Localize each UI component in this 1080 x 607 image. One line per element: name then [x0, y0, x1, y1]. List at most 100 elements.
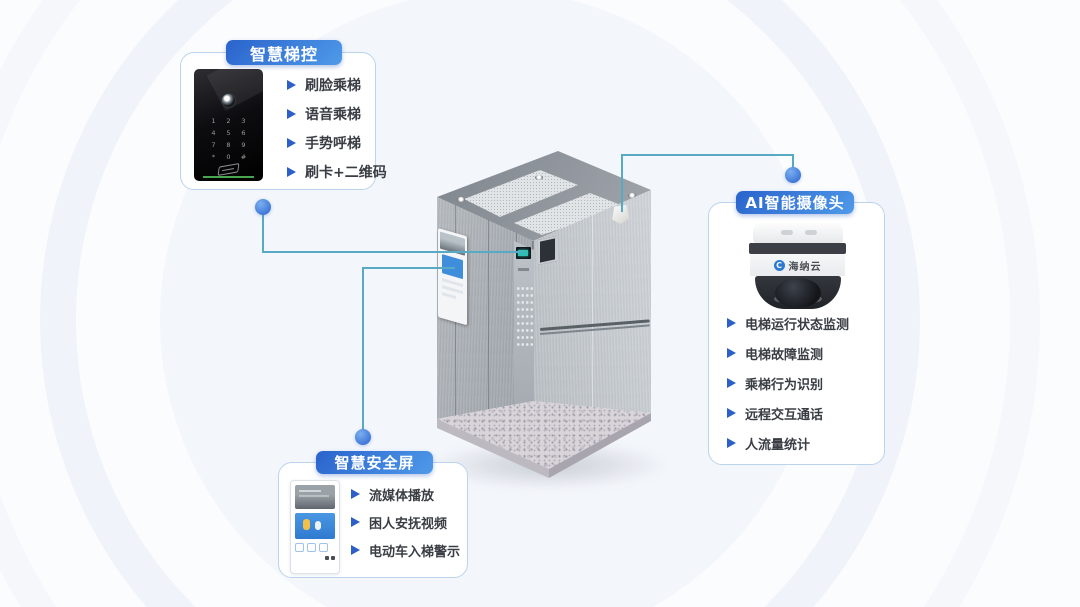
screen-footer [295, 556, 335, 561]
keypad-key: 5 [226, 128, 231, 137]
feature-label: 手势呼梯 [305, 136, 361, 152]
list-item: 乘梯行为识别 [727, 373, 849, 393]
triangle-bullet-icon [351, 489, 360, 499]
camera-lens-icon [221, 93, 236, 108]
connector-line [362, 267, 364, 430]
feature-label: 远程交互通话 [745, 407, 824, 423]
keypad-grid: 1 2 3 4 5 6 7 8 9 * 0 # [206, 115, 251, 163]
card-swipe-icon [217, 162, 240, 177]
keypad-key: 0 [226, 152, 231, 161]
brand-name: 海纳云 [788, 261, 822, 273]
connector-line [262, 214, 264, 252]
triangle-bullet-icon [287, 109, 296, 119]
list-item: 困人安抚视频 [351, 512, 460, 532]
feature-label: 电梯运行状态监测 [745, 317, 850, 333]
connector-line [621, 154, 623, 212]
list-item: 流媒体播放 [351, 484, 460, 504]
feature-list: 电梯运行状态监测 电梯故障监测 乘梯行为识别 远程交互通话 人流量统计 [727, 313, 849, 453]
list-item: 语音乘梯 [287, 104, 387, 124]
floor-buttons-grid [516, 285, 535, 347]
camera-brand-row: C 海纳云 [750, 254, 845, 276]
connector-node [355, 429, 371, 445]
triangle-bullet-icon [287, 80, 296, 90]
panel-title-badge: 智慧安全屏 [316, 451, 433, 474]
keypad-key: 6 [241, 128, 246, 137]
connector-line [262, 251, 523, 253]
connector-node [255, 199, 271, 215]
list-item: 刷卡+二维码 [287, 162, 387, 182]
keypad-accent-line [203, 176, 254, 178]
keypad-key: 4 [211, 128, 216, 137]
camera-base [754, 276, 841, 309]
panel-title-badge: AI智能摄像头 [736, 191, 854, 214]
ceiling-camera-icon [612, 205, 629, 224]
feature-label: 电梯故障监测 [745, 347, 824, 363]
connector-node [785, 167, 801, 183]
feature-label: 乘梯行为识别 [745, 377, 824, 393]
panel-title: AI智能摄像头 [745, 194, 845, 212]
safety-screen-device-image [290, 480, 340, 574]
camera-dome-lens [774, 278, 821, 308]
screen-video-thumbnail [295, 485, 335, 509]
camera-dark-band [749, 243, 846, 254]
list-item: 手势呼梯 [287, 133, 387, 153]
wall-seam [592, 215, 593, 407]
keypad-key: 3 [241, 116, 246, 125]
triangle-bullet-icon [727, 408, 736, 418]
connector-line [792, 154, 794, 170]
feature-label: 人流量统计 [745, 437, 811, 453]
downlight-icon [535, 175, 543, 180]
keypad-key: 7 [211, 140, 216, 149]
feature-list: 流媒体播放 困人安抚视频 电动车入梯警示 [351, 484, 460, 560]
feature-label: 流媒体播放 [369, 488, 435, 504]
keypad-key: 9 [241, 140, 246, 149]
connector-line [363, 267, 455, 269]
face-keypad-device-image: 1 2 3 4 5 6 7 8 9 * 0 # [194, 69, 263, 181]
panel-title: 智慧安全屏 [334, 454, 415, 472]
camera-top-cap [752, 223, 843, 243]
panel-title: 智慧梯控 [249, 44, 318, 64]
feature-label: 刷卡+二维码 [305, 165, 387, 181]
floor-indicator-display [516, 247, 531, 259]
triangle-bullet-icon [727, 348, 736, 358]
keypad-key: 8 [226, 140, 231, 149]
triangle-bullet-icon [727, 378, 736, 388]
card-reader-slot [518, 268, 529, 271]
brand-logo-icon: C [773, 259, 785, 271]
panel-elevator-control: 智慧梯控 1 2 3 4 5 6 7 8 9 * 0 # [180, 40, 387, 190]
downlight-icon [457, 197, 465, 202]
list-item: 电梯运行状态监测 [727, 313, 849, 333]
keypad-key: 2 [226, 116, 231, 125]
dome-camera-device-image: C 海纳云 [749, 223, 846, 309]
list-item: 电动车入梯警示 [351, 540, 460, 560]
list-item: 电梯故障监测 [727, 343, 849, 363]
triangle-bullet-icon [727, 438, 736, 448]
panel-title-badge: 智慧梯控 [226, 40, 342, 65]
list-item: 刷脸乘梯 [287, 75, 387, 95]
triangle-bullet-icon [351, 517, 360, 527]
feature-label: 刷脸乘梯 [305, 78, 361, 94]
list-item: 远程交互通话 [727, 403, 849, 423]
door-seam [488, 220, 489, 409]
screen-illustration [295, 513, 335, 539]
panel-ai-camera: AI智能摄像头 C 海纳云 电梯运行状态监测 电梯故障监测 [708, 191, 885, 465]
triangle-bullet-icon [727, 318, 736, 328]
feature-label: 电动车入梯警示 [369, 544, 461, 560]
in-cab-safety-screen [438, 228, 467, 326]
list-item: 人流量统计 [727, 433, 849, 453]
keypad-key: 1 [211, 116, 216, 125]
triangle-bullet-icon [287, 138, 296, 148]
screen-icon-row [295, 543, 335, 552]
triangle-bullet-icon [287, 167, 296, 177]
keypad-key: * [211, 152, 216, 161]
elevator-cab-illustration [425, 145, 670, 490]
wall-mounted-frame [538, 235, 557, 266]
connector-line [621, 154, 794, 156]
feature-label: 困人安抚视频 [369, 516, 448, 532]
screen-text-row [442, 292, 456, 300]
feature-list: 刷脸乘梯 语音乘梯 手势呼梯 刷卡+二维码 [287, 75, 387, 182]
downlight-icon [628, 193, 636, 198]
panel-safety-screen: 智慧安全屏 流媒体播放 困人安抚视频 电动车入梯警示 [278, 451, 468, 578]
keypad-key: # [240, 152, 247, 161]
